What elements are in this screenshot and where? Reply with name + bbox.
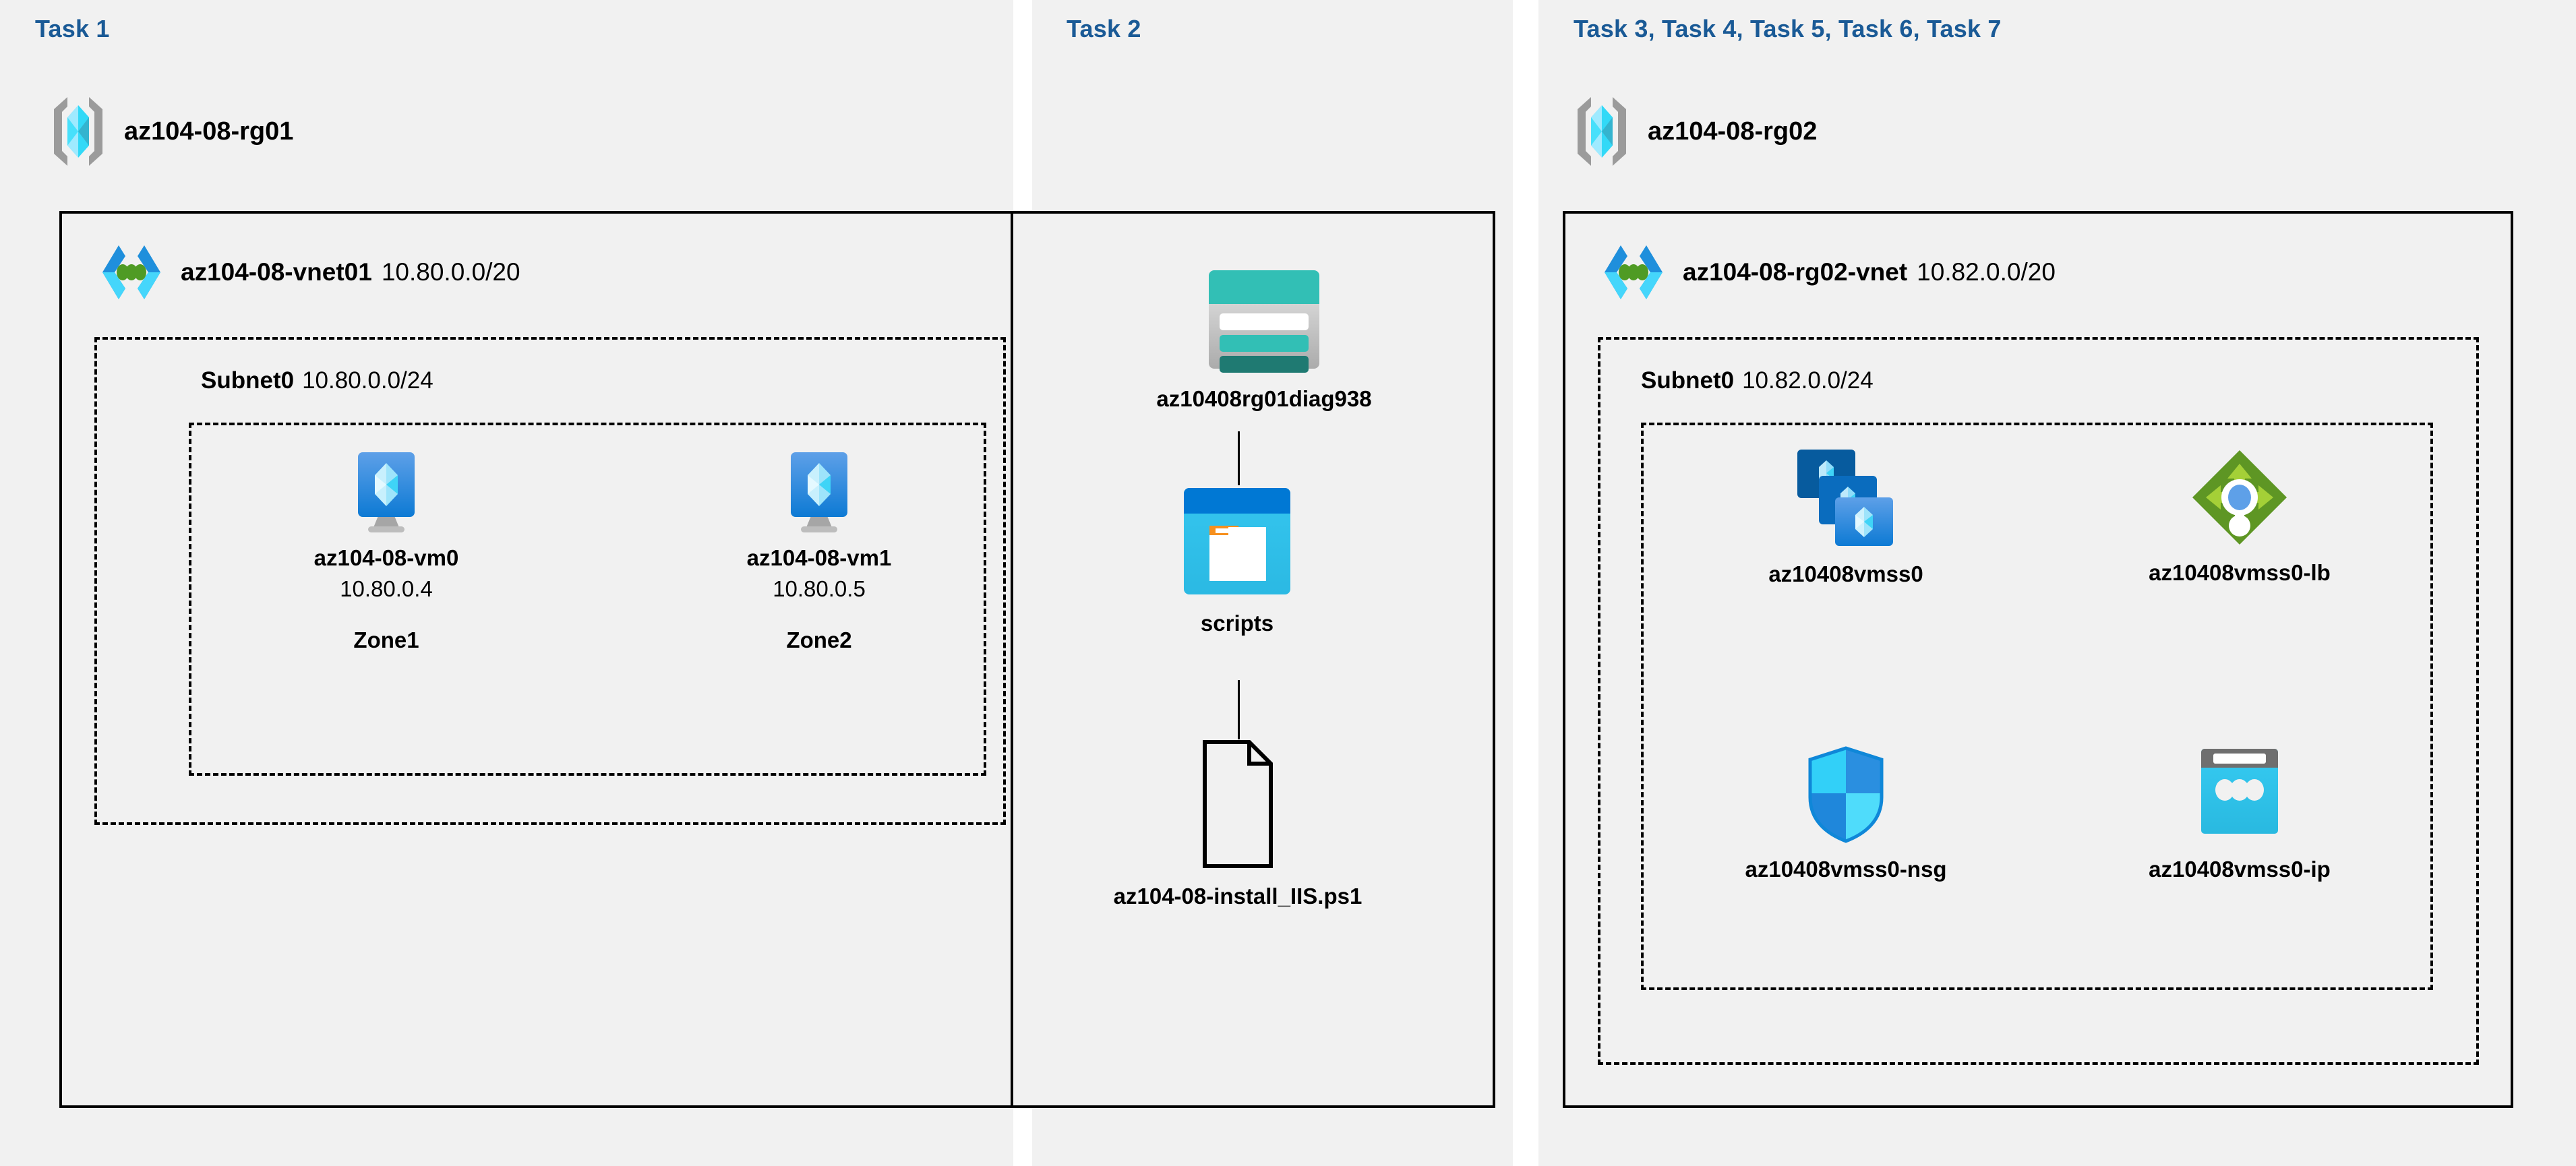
vm-ip-address: 10.80.0.5	[773, 576, 866, 601]
vnet-cidr: 10.82.0.0/20	[1917, 258, 2056, 286]
subnet-name: Subnet0	[201, 367, 295, 394]
vmss-name: az10408vmss0	[1768, 561, 1923, 586]
file-document-icon	[1197, 738, 1279, 871]
node-az10408vmss0-nsg[interactable]: az10408vmss0-nsg	[1698, 745, 1994, 882]
resource-group-icon	[47, 94, 109, 168]
node-az104-08-vm1[interactable]: az104-08-vm1 10.80.0.5 Zone2	[701, 448, 937, 653]
task-label-3: Task 3, Task 4, Task 5, Task 6, Task 7	[1574, 15, 2002, 42]
subnet-header-subnet0: Subnet0 10.82.0.0/24	[1641, 367, 1874, 394]
subnet-name: Subnet0	[1641, 367, 1735, 394]
subnet-box-subnet0	[94, 337, 1006, 825]
storage-account-icon	[1201, 266, 1327, 374]
node-az104-08-install-IIS-ps1[interactable]: az104-08-install_IIS.ps1	[1096, 738, 1379, 909]
virtual-network-icon	[1598, 241, 1669, 303]
connector-container-to-file	[1238, 680, 1240, 739]
node-az10408vmss0-ip[interactable]: az10408vmss0-ip	[2091, 745, 2388, 882]
node-scripts[interactable]: scripts	[1122, 484, 1352, 636]
network-security-group-icon	[1803, 745, 1888, 845]
resource-group-icon	[1571, 94, 1633, 168]
file-name: az104-08-install_IIS.ps1	[1113, 884, 1362, 909]
virtual-machine-icon	[779, 448, 859, 533]
container-name: scripts	[1200, 611, 1274, 636]
panel-task3: Task 3, Task 4, Task 5, Task 6, Task 7 a…	[1538, 0, 2576, 1166]
vnet-cidr: 10.80.0.0/20	[381, 258, 520, 286]
vm-ip-address: 10.80.0.4	[340, 576, 433, 601]
subnet-header-subnet0: Subnet0 10.80.0.0/24	[201, 367, 433, 394]
resource-group-name: az104-08-rg01	[124, 117, 294, 146]
panel-task2: Task 2 az10408rg01diag938	[1011, 0, 1513, 1166]
node-az10408vmss0[interactable]: az10408vmss0	[1698, 447, 1994, 587]
resource-group-name: az104-08-rg02	[1648, 117, 1818, 146]
resource-group-header-rg01: az104-08-rg01	[47, 94, 293, 168]
vnet-header-az104-08-rg02-vnet: az104-08-rg02-vnet 10.82.0.0/20	[1598, 241, 2056, 303]
virtual-network-icon	[96, 241, 167, 303]
resource-cluster-box	[1641, 423, 2433, 990]
vnet-box-az104-08-vnet01	[59, 211, 1013, 1108]
subnet-cidr: 10.82.0.0/24	[1742, 367, 1874, 394]
node-az10408rg01diag938[interactable]: az10408rg01diag938	[1116, 266, 1412, 412]
vnet-header-az104-08-vnet01: az104-08-vnet01 10.80.0.0/20	[96, 241, 520, 303]
vm-zone: Zone1	[353, 627, 419, 652]
node-az104-08-vm0[interactable]: az104-08-vm0 10.80.0.4 Zone1	[268, 448, 504, 653]
vnet-name: az104-08-rg02-vnet	[1683, 258, 1908, 286]
vm-zone: Zone2	[786, 627, 852, 652]
storage-account-name: az10408rg01diag938	[1156, 386, 1372, 411]
public-ip-name: az10408vmss0-ip	[2149, 857, 2331, 882]
vm-scale-set-icon	[1791, 447, 1901, 549]
load-balancer-name: az10408vmss0-lb	[2149, 560, 2331, 585]
vnet-name: az104-08-vnet01	[181, 258, 372, 286]
load-balancer-icon	[2189, 447, 2290, 548]
availability-zone-group-box	[189, 423, 986, 776]
vnet-box-az104-08-rg02-vnet	[1563, 211, 2513, 1108]
subnet-cidr: 10.80.0.0/24	[302, 367, 433, 394]
vm-name: az104-08-vm0	[313, 545, 459, 570]
vm-name: az104-08-vm1	[746, 545, 892, 570]
task-label-1: Task 1	[35, 15, 110, 42]
node-az10408vmss0-lb[interactable]: az10408vmss0-lb	[2091, 447, 2388, 586]
panel-task1: Task 1 az104-08-rg01	[0, 0, 1013, 1166]
public-ip-address-icon	[2189, 745, 2290, 845]
subnet-box-subnet0	[1598, 337, 2479, 1065]
virtual-machine-icon	[347, 448, 426, 533]
resource-group-header-rg02: az104-08-rg02	[1571, 94, 1817, 168]
blob-container-icon	[1177, 484, 1297, 599]
task-label-2: Task 2	[1067, 15, 1141, 42]
nsg-name: az10408vmss0-nsg	[1745, 857, 1947, 882]
connector-storage-to-container	[1238, 431, 1240, 485]
